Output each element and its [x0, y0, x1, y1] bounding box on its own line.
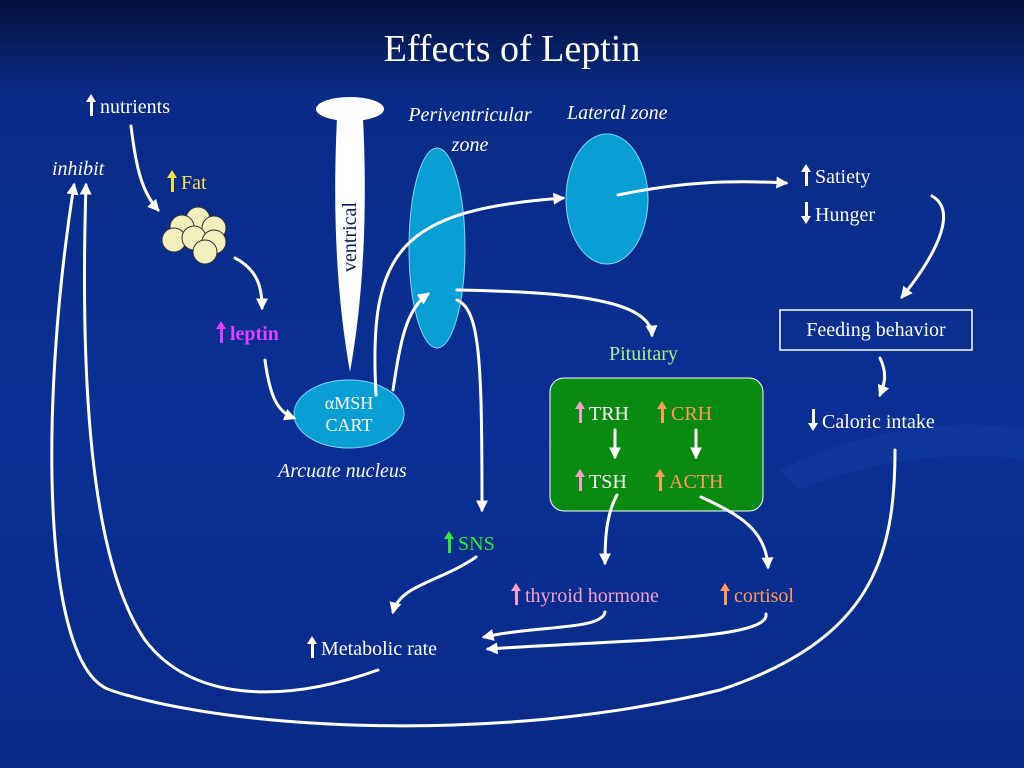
- decorative-swoosh: [780, 424, 1024, 490]
- periventricular-zone-shape: [408, 147, 466, 349]
- up-arrow-icon: [86, 94, 96, 116]
- lateral-zone-shape: [565, 133, 649, 265]
- up-arrow-icon: [511, 583, 521, 605]
- periventricular-zone-label: Periventricular zone: [408, 104, 532, 156]
- arcuate-nucleus-label: Arcuate nucleus: [278, 460, 407, 482]
- up-arrow-icon: [801, 164, 811, 186]
- satiety-label: Satiety: [801, 164, 871, 187]
- pituitary-box: [549, 377, 764, 512]
- sns-label: SNS: [444, 531, 495, 554]
- pituitary-label: Pituitary: [609, 343, 678, 365]
- amsh-cart-label: αMSH CART: [324, 393, 374, 435]
- feeding-behavior-box: [779, 309, 973, 351]
- crh-label: CRH: [657, 401, 712, 424]
- acth-label: ACTH: [655, 469, 723, 492]
- caloric-intake-label: Caloric intake: [808, 409, 935, 432]
- up-arrow-icon: [575, 469, 585, 491]
- cortisol-label: cortisol: [720, 583, 794, 606]
- ventricle-shape: [335, 118, 365, 372]
- up-arrow-icon: [307, 636, 317, 658]
- up-arrow-icon: [655, 469, 665, 491]
- fat-label: Fat: [167, 170, 207, 193]
- tsh-label: TSH: [575, 469, 627, 492]
- pathway-arrows: [50, 124, 945, 728]
- down-arrow-icon: [808, 409, 818, 431]
- lateral-zone-label: Lateral zone: [567, 102, 668, 124]
- fat-cells-icon: [161, 206, 227, 265]
- hunger-label: Hunger: [801, 202, 875, 225]
- up-arrow-icon: [575, 401, 585, 423]
- up-arrow-icon: [657, 401, 667, 423]
- down-arrow-icon: [801, 202, 811, 224]
- page-title: Effects of Leptin: [383, 28, 641, 70]
- metabolic-rate-label: Metabolic rate: [307, 636, 437, 659]
- thyroid-hormone-label: thyroid hormone: [511, 583, 659, 606]
- up-arrow-icon: [720, 583, 730, 605]
- ventricle-top: [316, 97, 384, 121]
- up-arrow-icon: [216, 321, 226, 343]
- ventricle-label: ventrical: [339, 202, 361, 272]
- leptin-label: leptin: [216, 321, 279, 344]
- trh-label: TRH: [575, 401, 629, 424]
- nutrients-label: nutrients: [86, 94, 170, 117]
- inhibit-label: inhibit: [52, 158, 105, 180]
- feeding-behavior-label: Feeding behavior: [806, 319, 946, 341]
- up-arrow-icon: [444, 531, 454, 553]
- up-arrow-icon: [167, 170, 177, 192]
